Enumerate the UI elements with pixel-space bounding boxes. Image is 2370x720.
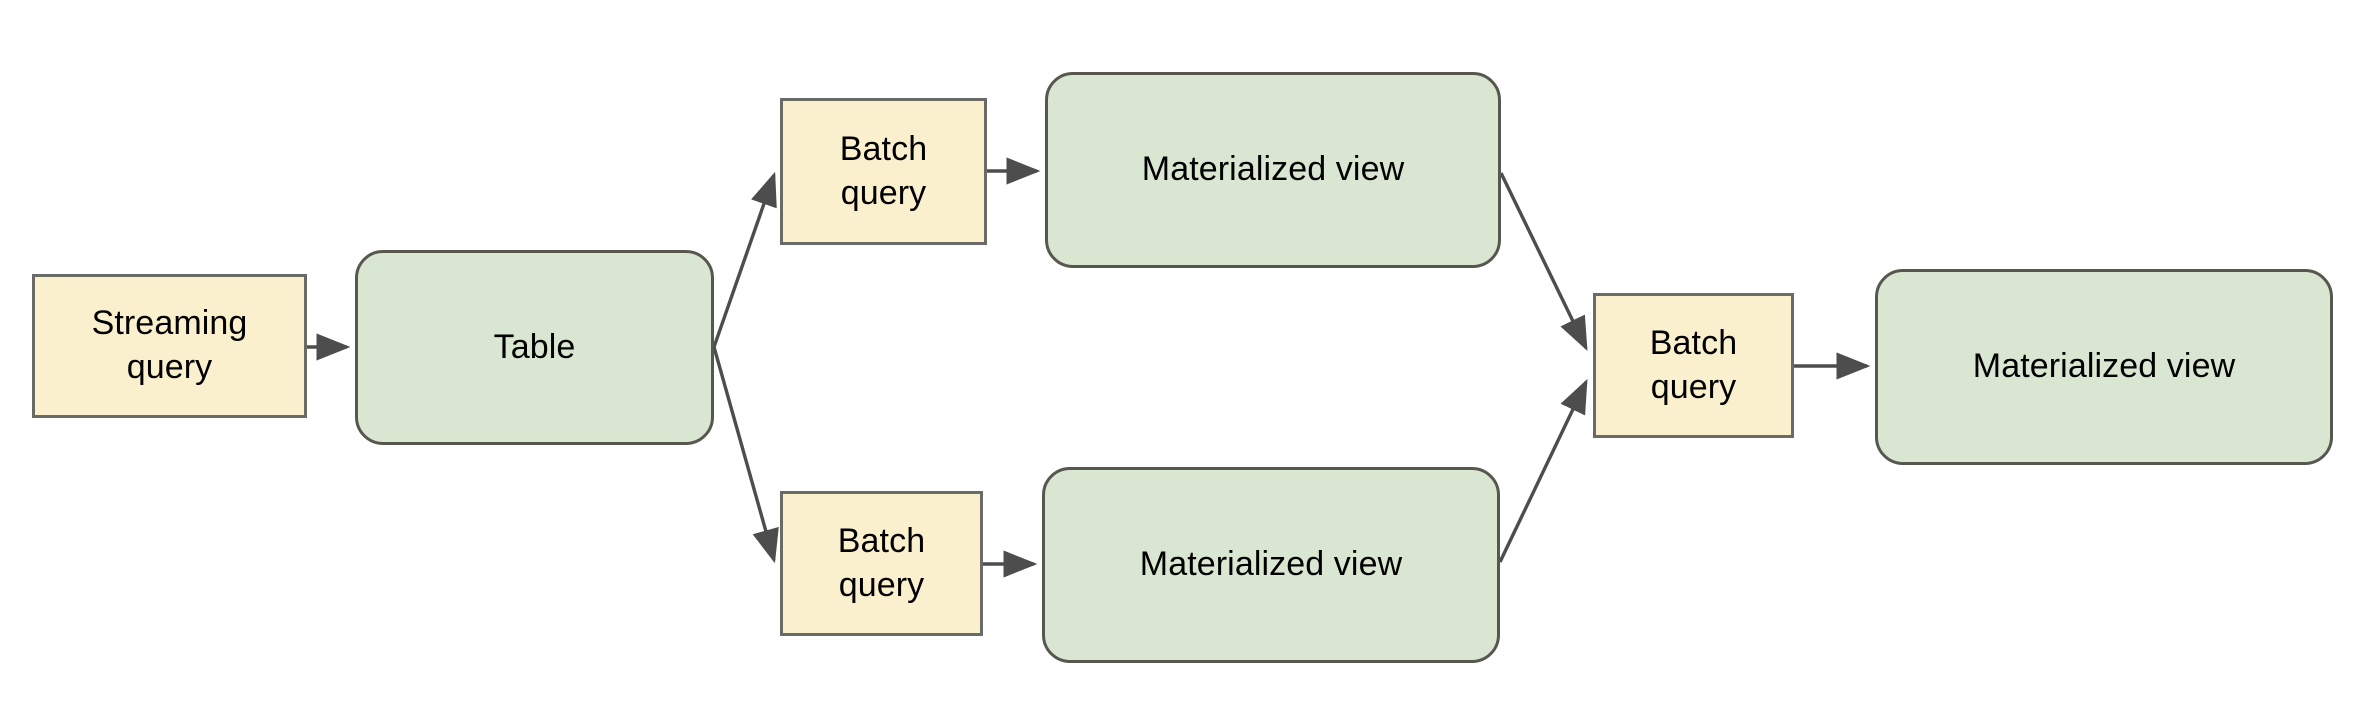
node-materialized-view-final[interactable]: Materialized view [1875,269,2333,465]
edge-materialized-view-bottom-to-batch-query-final [1498,378,1588,563]
node-label-batch-query-final: Batch query [1649,323,1738,406]
node-streaming-query[interactable]: Streaming query [32,274,307,418]
node-label-batch-query-bottom: Batch query [837,521,926,604]
node-label-materialized-view-bottom: Materialized view [1139,545,1403,584]
node-batch-query-top[interactable]: Batch query [780,98,987,245]
node-materialized-view-top[interactable]: Materialized view [1045,72,1501,268]
edge-table-to-batch-query-bottom [712,346,779,564]
node-label-table: Table [493,327,576,366]
edge-table-to-batch-query-top [712,171,777,348]
node-materialized-view-bottom[interactable]: Materialized view [1042,467,1500,663]
node-label-materialized-view-top: Materialized view [1141,150,1405,189]
node-label-streaming-query: Streaming query [91,304,248,386]
node-table[interactable]: Table [355,250,714,445]
node-batch-query-final[interactable]: Batch query [1593,293,1794,438]
node-label-batch-query-top: Batch query [839,129,928,212]
node-batch-query-bottom[interactable]: Batch query [780,491,983,636]
node-label-materialized-view-final: Materialized view [1972,347,2236,386]
edge-materialized-view-top-to-batch-query-final [1499,172,1588,352]
